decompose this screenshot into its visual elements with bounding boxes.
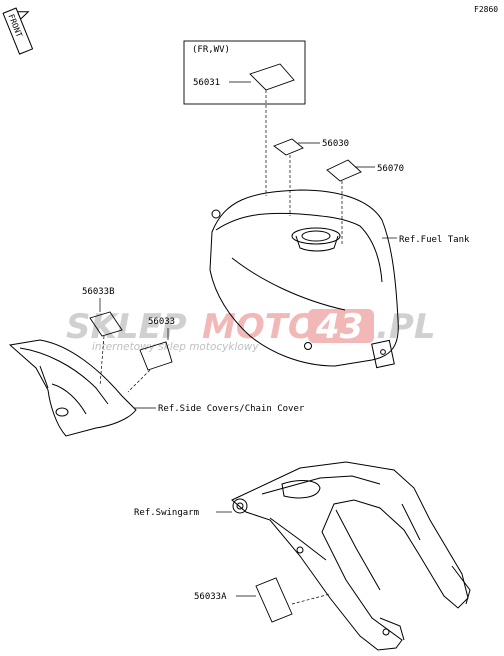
label-fuel-tank: Ref.Fuel Tank	[399, 235, 470, 245]
decal-56030	[273, 138, 304, 156]
front-direction-badge: FRONT	[2, 7, 34, 55]
watermark-part4: .PL	[376, 307, 436, 347]
decal-56033A	[255, 577, 293, 623]
label-56033A: 56033A	[194, 592, 227, 602]
figure-code: F2860	[474, 5, 498, 14]
label-56033B: 56033B	[82, 287, 115, 297]
label-side-covers: Ref.Side Covers/Chain Cover	[158, 404, 305, 414]
decal-56033	[139, 341, 173, 371]
callout-56033B: 56033B	[82, 287, 123, 387]
callout-56033A: 56033A	[194, 577, 331, 623]
decal-56031	[249, 63, 295, 91]
callout-56070: 56070	[326, 159, 404, 246]
callout-56030: 56030	[273, 138, 349, 216]
watermark: SKLEP MOTO 43 .PL internetowy sklep moto…	[66, 307, 436, 353]
variant-box-title: (FR,WV)	[192, 45, 230, 55]
variant-box: (FR,WV) 56031	[183, 40, 306, 196]
watermark-part1: SKLEP	[66, 307, 187, 347]
swingarm-drawing	[231, 461, 471, 651]
fuel-tank-drawing	[209, 189, 399, 369]
label-56070: 56070	[377, 164, 404, 174]
label-56033: 56033	[148, 317, 175, 327]
watermark-part3: 43	[315, 307, 363, 347]
watermark-tagline: internetowy sklep motocyklowy	[92, 341, 259, 353]
watermark-badge	[308, 309, 374, 343]
side-cover-drawing	[8, 339, 137, 437]
decal-56033B	[89, 311, 123, 337]
label-56031: 56031	[193, 78, 220, 88]
label-56030: 56030	[322, 139, 349, 149]
callout-56033: 56033	[127, 317, 175, 393]
label-swingarm: Ref.Swingarm	[134, 508, 199, 518]
watermark-part2: MOTO	[202, 307, 317, 347]
decal-56070	[326, 159, 362, 182]
